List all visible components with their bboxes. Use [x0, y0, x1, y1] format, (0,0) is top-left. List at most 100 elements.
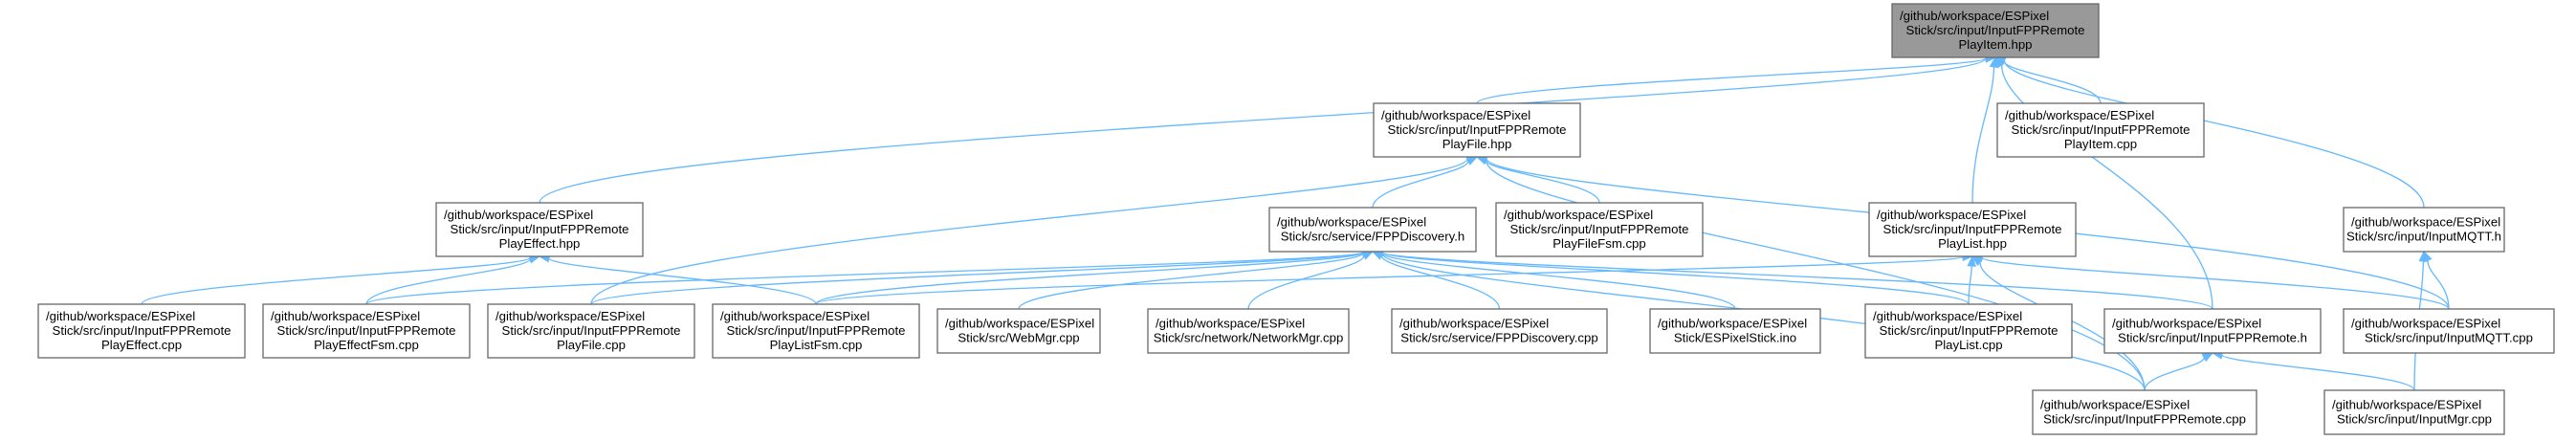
node-fppdiscovery-h[interactable]: /github/workspace/ESPixelStick/src/servi… — [1268, 207, 1477, 253]
node-play-effect-hpp[interactable]: /github/workspace/ESPixelStick/src/input… — [435, 202, 644, 257]
node-box — [1391, 308, 1608, 354]
edge-line — [590, 252, 1364, 305]
node-play-file-cpp[interactable]: /github/workspace/ESPixelStick/src/input… — [487, 303, 695, 359]
node-label-line: /github/workspace/ESPixel — [1873, 309, 2022, 323]
arrowhead — [1361, 251, 1375, 260]
node-label-line: Stick/src/input/InputFPPRemote — [1388, 122, 1567, 137]
edge-25 — [1967, 254, 1976, 305]
node-label-line: /github/workspace/ESPixel — [271, 309, 420, 323]
node-web-mgr-cpp[interactable]: /github/workspace/ESPixelStick/src/WebMg… — [936, 308, 1101, 354]
edge-line — [141, 256, 531, 305]
node-label-line: Stick/src/service/FPPDiscovery.cpp — [1400, 331, 1597, 345]
node-label-line: /github/workspace/ESPixel — [1381, 108, 1530, 122]
node-box — [1864, 303, 2073, 359]
node-label-line: PlayFile.hpp — [1442, 137, 1512, 151]
node-label-line: /github/workspace/ESPixel — [46, 309, 195, 323]
node-play-effect-fsm-cpp[interactable]: /github/workspace/ESPixelStick/src/input… — [262, 303, 471, 359]
edge-31 — [2211, 350, 2415, 391]
edge-line — [1381, 252, 1736, 310]
node-play-file-fsm-cpp[interactable]: /github/workspace/ESPixelStick/src/input… — [1495, 202, 1704, 257]
node-box — [936, 308, 1101, 354]
node-label-line: Stick/src/input/InputFPPRemote — [451, 222, 629, 236]
node-play-list-cpp[interactable]: /github/workspace/ESPixelStick/src/input… — [1864, 303, 2073, 359]
edge-line — [1381, 252, 1970, 305]
edge-line — [1381, 252, 2213, 310]
edge-line — [548, 257, 817, 305]
node-play-effect-cpp[interactable]: /github/workspace/ESPixelStick/src/input… — [37, 303, 246, 359]
arrowhead — [2418, 250, 2429, 262]
node-box — [2103, 308, 2322, 354]
node-play-list-hpp[interactable]: /github/workspace/ESPixelStick/src/input… — [1868, 202, 2077, 257]
node-label-line: /github/workspace/ESPixel — [495, 309, 645, 323]
node-label-line: Stick/src/service/FPPDiscovery.h — [1281, 230, 1464, 244]
node-label-line: Stick/src/WebMgr.cpp — [958, 331, 1079, 345]
node-label-line: /github/workspace/ESPixel — [2351, 215, 2500, 230]
edge-line — [1476, 57, 1987, 104]
node-label-line: Stick/src/input/InputFPPRemote — [1510, 222, 1689, 236]
node-play-file-hpp[interactable]: /github/workspace/ESPixelStick/src/input… — [1373, 102, 1581, 158]
node-label-line: Stick/src/input/InputFPPRemote.h — [2118, 331, 2307, 345]
node-network-mgr-cpp[interactable]: /github/workspace/ESPixelStick/src/netwo… — [1147, 308, 1350, 354]
edge-3 — [1971, 55, 1999, 204]
node-label-line: /github/workspace/ESPixel — [720, 309, 870, 323]
edge-15 — [590, 247, 1375, 305]
node-box — [712, 303, 920, 359]
node-label-line: /github/workspace/ESPixel — [1504, 208, 1653, 222]
node-play-item-hpp[interactable]: /github/workspace/ESPixelStick/src/input… — [1891, 3, 2100, 58]
node-input-mgr-cpp[interactable]: /github/workspace/ESPixelStick/src/input… — [2323, 389, 2505, 435]
edge-line — [1971, 66, 1995, 204]
node-box — [262, 303, 471, 359]
node-label-line: Stick/ESPixelStick.ino — [1674, 331, 1796, 345]
edge-7 — [1475, 156, 1600, 204]
edge-line — [2003, 60, 2425, 209]
edge-12 — [365, 254, 541, 305]
arrowhead — [2201, 352, 2214, 363]
node-label-line: /github/workspace/ESPixel — [1156, 317, 1305, 331]
node-label-line: Stick/src/input/InputMQTT.cpp — [2365, 331, 2533, 345]
node-label-line: Stick/src/input/InputFPPRemote — [53, 323, 231, 338]
node-label-line: PlayListFsm.cpp — [770, 338, 863, 352]
edge-line — [1485, 160, 1600, 204]
edge-line — [2003, 60, 2102, 104]
node-input-mqtth[interactable]: /github/workspace/ESPixelStick/src/input… — [2343, 207, 2505, 253]
edge-line — [2144, 357, 2205, 391]
edge-line — [1981, 256, 2450, 310]
node-label-line: /github/workspace/ESPixel — [945, 317, 1094, 331]
edge-line — [365, 258, 532, 305]
edge-13 — [538, 254, 817, 305]
node-input-mqttcpp[interactable]: /github/workspace/ESPixelStick/src/input… — [2343, 308, 2555, 354]
node-label-line: /github/workspace/ESPixel — [1900, 9, 2049, 23]
edge-line — [815, 255, 1964, 305]
node-box — [2343, 308, 2555, 354]
node-label-line: /github/workspace/ESPixel — [1399, 317, 1549, 331]
node-input-fppremote-cpp[interactable]: /github/workspace/ESPixelStick/src/input… — [2032, 389, 2257, 435]
node-espixel-stick-ino[interactable]: /github/workspace/ESPixelStick/ESPixelSt… — [1649, 308, 1821, 354]
node-fppdiscovery-cpp[interactable]: /github/workspace/ESPixelStick/src/servi… — [1391, 308, 1608, 354]
edge-line — [590, 158, 1468, 305]
node-label-line: PlayEffectFsm.cpp — [314, 338, 419, 352]
edge-11 — [141, 253, 541, 305]
node-box — [1649, 308, 1821, 354]
node-play-item-cpp[interactable]: /github/workspace/ESPixelStick/src/input… — [1996, 102, 2205, 158]
node-label-line: /github/workspace/ESPixel — [2332, 398, 2481, 412]
edge-16 — [815, 248, 1375, 305]
node-label-line: /github/workspace/ESPixel — [1277, 215, 1426, 230]
node-input-fppremote-h[interactable]: /github/workspace/ESPixelStick/src/input… — [2103, 308, 2322, 354]
node-box — [1996, 102, 2205, 158]
node-play-list-fsm-cpp[interactable]: /github/workspace/ESPixelStick/src/input… — [712, 303, 920, 359]
node-box — [1495, 202, 1704, 257]
node-label-line: Stick/src/input/InputFPPRemote — [1883, 222, 2062, 236]
edge-line — [1247, 254, 1365, 310]
node-label-line: Stick/src/input/InputFPPRemote — [277, 323, 456, 338]
edge-line — [365, 251, 1364, 305]
node-label-line: PlayFile.cpp — [557, 338, 626, 352]
edge-line — [815, 252, 1364, 305]
node-layer: /github/workspace/ESPixelStick/src/input… — [37, 3, 2555, 435]
edge-1 — [1993, 56, 2102, 104]
edge-22 — [1371, 247, 2213, 310]
node-label-line: /github/workspace/ESPixel — [444, 208, 593, 222]
edge-line — [1018, 252, 1364, 310]
edge-30 — [2144, 352, 2214, 391]
node-box — [37, 303, 246, 359]
